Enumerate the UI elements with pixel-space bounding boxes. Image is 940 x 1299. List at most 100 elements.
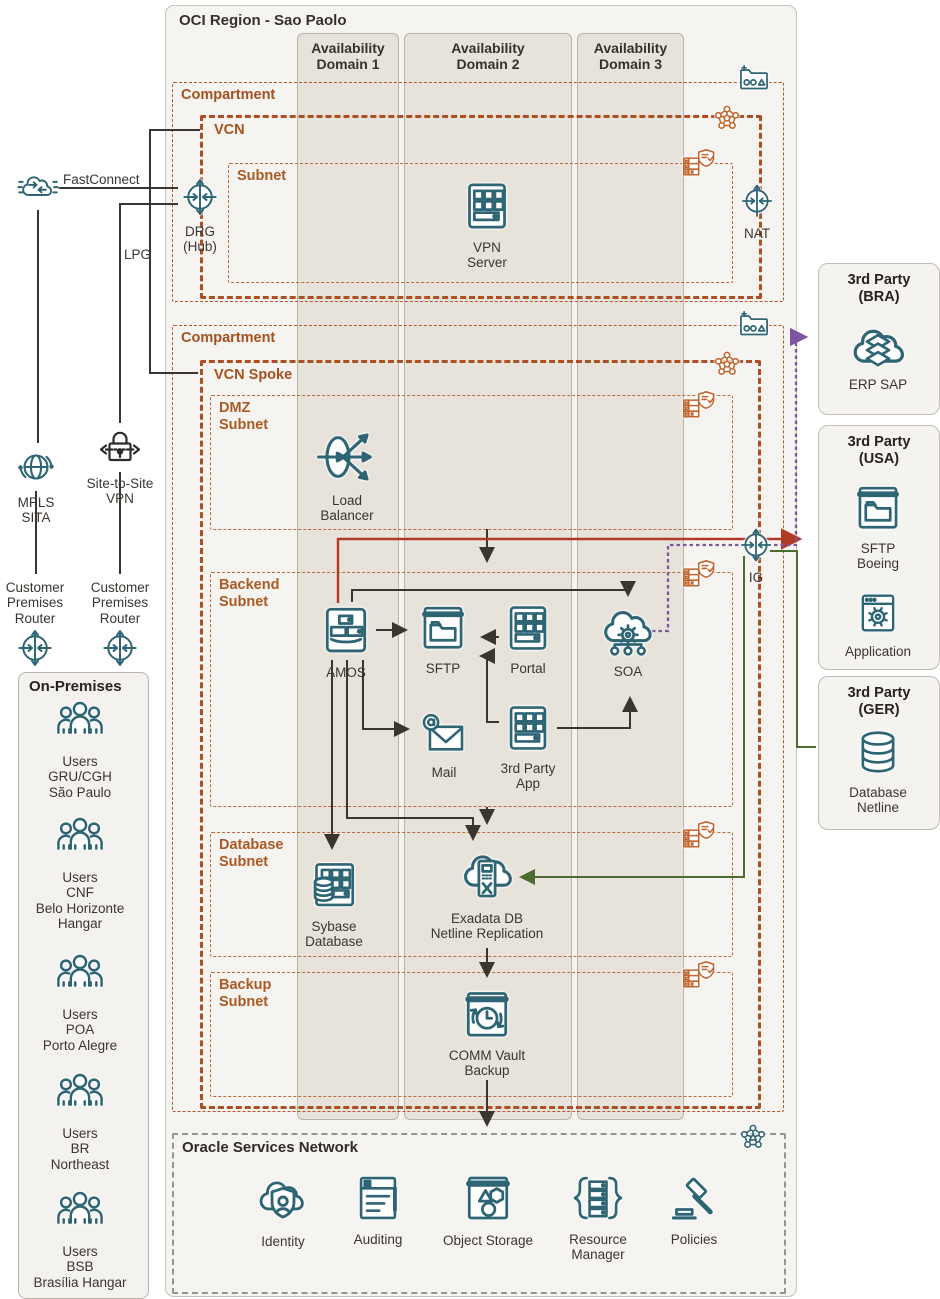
container-label-party-usa: 3rd Party (USA) [847,434,911,467]
seclist-icon [683,821,715,848]
gateway-up-icon [741,184,773,217]
application-label: Application [844,644,912,659]
users-poa-label: Users POA Porto Alegre [42,1007,118,1053]
seclist-icon [683,149,715,176]
sybase-label: Sybase Database [305,919,363,950]
container-label-vcn-hub: VCN [214,122,245,138]
seclist-icon [683,560,715,587]
lock-arrows-icon [99,431,141,462]
users-cnf: Users CNF Belo Horizonte Hangar [0,811,160,932]
app-grid-icon [468,183,506,229]
exadata: Exadata DB Netline Replication [407,846,567,942]
amos-icon [325,607,367,653]
sybase-icon [313,863,355,907]
container-oracle-services-network: Oracle Services Network [172,1133,786,1294]
container-label-on-premises: On-Premises [29,678,122,695]
load-balancer-label: Load Balancer [320,493,374,524]
erp-sap: ERP SAP [798,312,940,392]
users-icon [57,954,103,987]
availability-domain-label: Availability Domain 3 [593,40,668,73]
gateway-v-icon [183,179,217,215]
users-bsb-label: Users BSB Brasília Hangar [33,1244,127,1290]
container-label-dmz-subnet: DMZ Subnet [219,400,269,433]
database-netline: Database Netline [798,724,940,816]
resource-manager-label: Resource Manager [569,1232,627,1263]
commvault: COMM Vault Backup [407,985,567,1079]
erp-sap-label: ERP SAP [848,377,908,392]
seclist-icon [683,391,715,418]
users-gru: Users GRU/CGH São Paulo [0,695,160,800]
seclist-route-hub [679,145,721,192]
database-netline-label: Database Netline [849,785,907,816]
auditing: Auditing [298,1169,458,1247]
cpr-2-label: Customer Premises Router [90,579,150,626]
globe-icon [18,454,54,480]
application: Application [798,587,940,659]
compartment-folder-icon [740,64,768,90]
container-label-vcn-spoke: VCN Spoke [214,367,293,383]
container-label-backend-subnet: Backend Subnet [219,577,280,610]
users-icon [57,701,103,734]
container-label-compartment-spoke: Compartment [181,330,276,346]
commvault-icon [465,992,509,1037]
container-label-compartment-hub: Compartment [181,87,276,103]
resource-manager: Resource Manager [518,1169,678,1263]
container-label-subnet-hub: Subnet [237,168,287,184]
seclist-route-database [679,817,721,864]
container-subnet-hub: Subnet [228,163,733,283]
region-title: OCI Region - Sao Paolo [179,12,347,29]
resource-manager-icon [573,1176,623,1220]
sftp-boeing: SFTP Boeing [798,480,940,572]
compartment-icon-spoke [735,307,773,350]
identity: Identity [203,1167,363,1249]
load-balancer-icon [317,433,372,481]
auditing-label: Auditing [353,1232,403,1247]
object-storage: Object Storage [408,1168,568,1248]
seclist-route-dmz [679,387,721,434]
osn-network-icon [734,1117,772,1160]
seclist-route-backend [679,556,721,603]
users-br: Users BR Northeast [0,1067,160,1172]
users-poa: Users POA Porto Alegre [0,948,160,1053]
sftp-boeing-label: SFTP Boeing [856,541,900,572]
identity-label: Identity [261,1234,305,1249]
gateway-v-icon [740,528,772,562]
site-to-site-vpn: Site-to-Site VPN [40,423,200,507]
users-icon [57,817,103,850]
container-label-database-subnet: Database Subnet [219,837,284,870]
users-br-label: Users BR Northeast [50,1126,110,1172]
lpg-label: LPG [124,247,152,262]
policies-label: Policies [670,1232,718,1247]
gateway-v-icon [103,629,137,666]
users-icon [57,1073,103,1106]
object-storage-icon [466,1176,510,1220]
availability-domain-label: Availability Domain 2 [451,40,525,73]
database-icon [861,731,895,773]
load-balancer: Load Balancer [267,426,427,524]
erp-sap-icon [853,329,905,367]
party-app: 3rd Party App [448,700,608,792]
nat: NAT [677,181,837,241]
compartment-icon-hub [735,61,773,104]
commvault-label: COMM Vault Backup [448,1048,526,1079]
osn-pentagon-icon [740,1124,766,1149]
container-backup-subnet: Backup Subnet [210,972,733,1097]
availability-domain-label: Availability Domain 1 [311,40,385,73]
party-app-label: 3rd Party App [500,761,556,792]
users-icon [57,1191,103,1224]
container-label-backup-subnet: Backup Subnet [219,977,272,1010]
auditing-icon [359,1176,397,1220]
seclist-icon [683,961,715,988]
vpn-server: VPN Server [407,177,567,271]
fastconnect: FastConnect [17,167,140,214]
seclist-route-backup [679,957,721,1004]
policies-icon [671,1177,713,1220]
policies: Policies [614,1169,774,1247]
folder-window-icon [857,486,899,529]
exadata-icon [464,855,512,898]
site-to-site-vpn-label: Site-to-Site VPN [86,476,154,507]
soa-cloud-icon [604,611,652,656]
compartment-folder-icon [740,310,768,336]
fastconnect-label: FastConnect [63,172,140,187]
